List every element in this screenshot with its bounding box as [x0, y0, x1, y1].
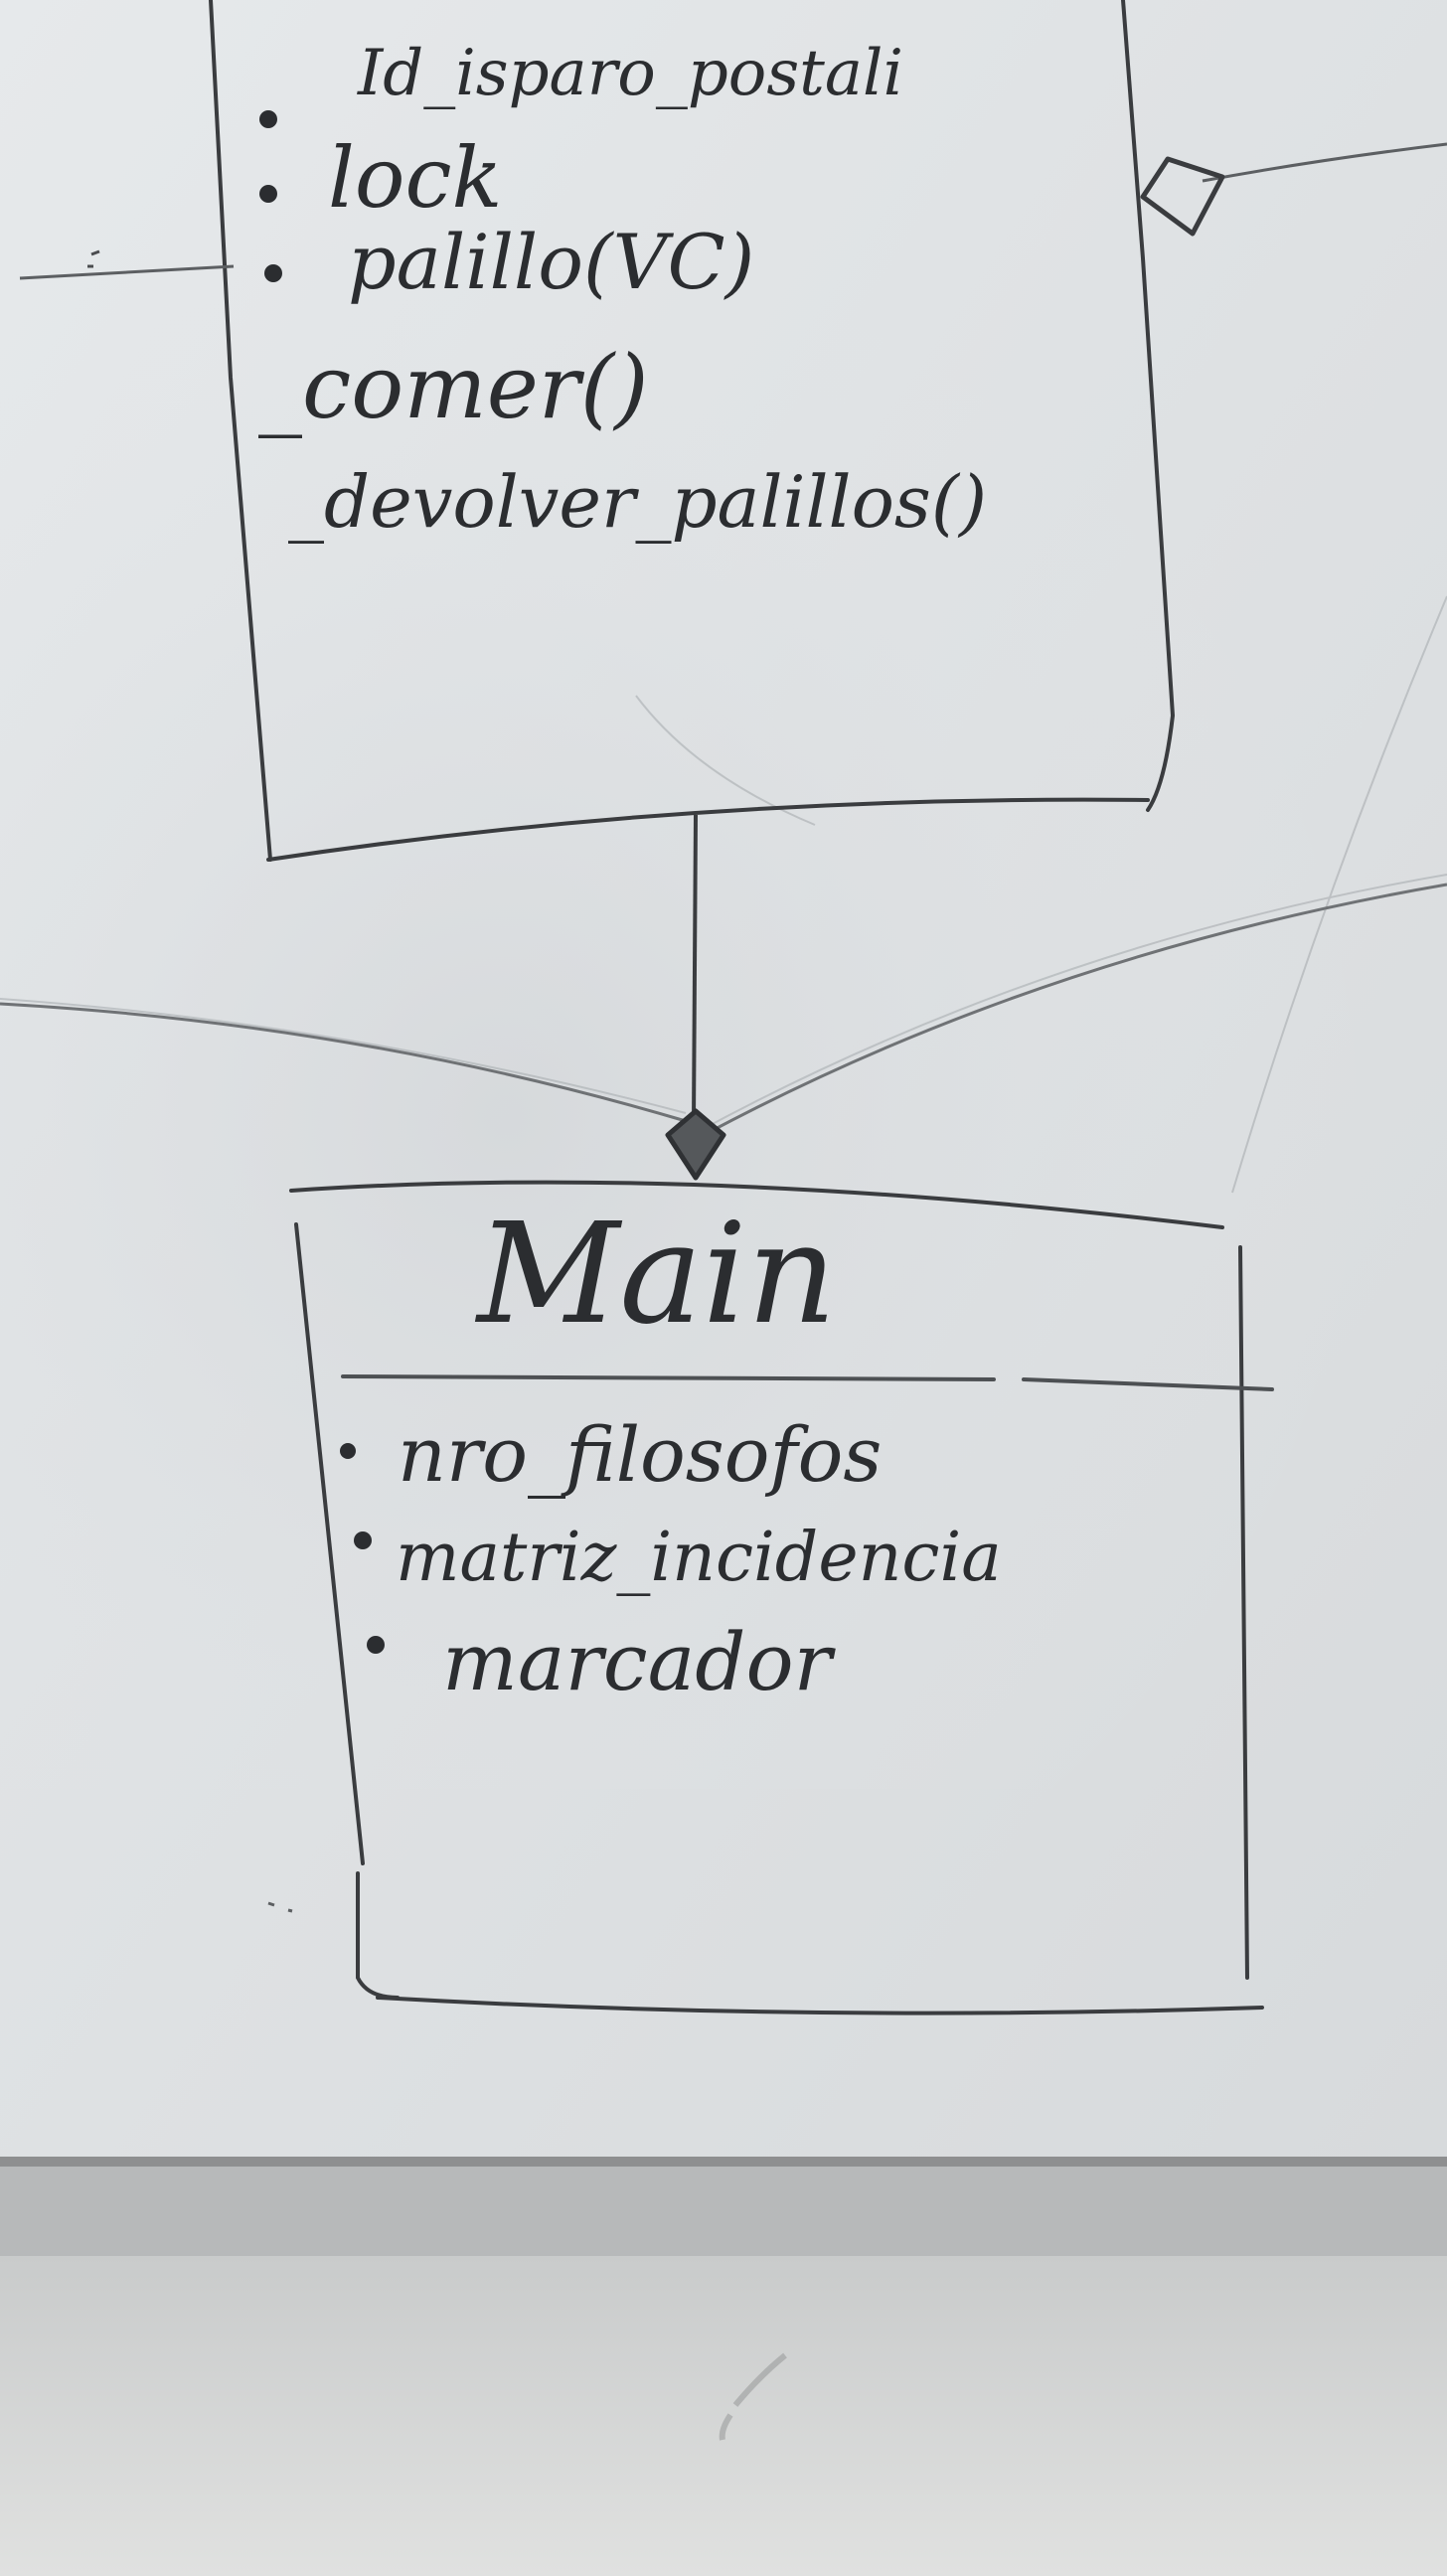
main-box-divider	[341, 1374, 1274, 1391]
main-class-title: Main	[474, 1194, 837, 1356]
upper-attribute: Id_isparo_postali	[357, 37, 903, 110]
aggregation-diamond	[665, 1108, 726, 1181]
upper-method: _comer()	[258, 336, 649, 438]
upper-attribute: lock	[328, 129, 502, 227]
right-to-upper-link	[1202, 142, 1447, 183]
bullet-dot	[367, 1636, 385, 1654]
bullet-dot	[354, 1531, 372, 1549]
upper-to-main-link	[692, 814, 698, 1124]
left-to-upper-link	[19, 264, 235, 280]
main-attribute: marcador	[442, 1616, 837, 1708]
right-to-main-link	[707, 883, 1447, 1135]
bullet-dot	[259, 110, 277, 128]
main-class-box	[289, 1180, 1274, 2015]
bullet-dot	[259, 185, 277, 203]
upper-method: _devolver_palillos()	[288, 460, 987, 544]
stray-marks	[267, 1901, 293, 1913]
main-box-left	[294, 1222, 365, 1865]
upper-aggregation-diamond	[1140, 156, 1225, 237]
upper-bullets	[259, 110, 282, 282]
bullet-dot	[340, 1443, 356, 1459]
upper-attribute: palillo(VC)	[348, 218, 754, 306]
erased-lines	[0, 595, 1447, 1194]
left-to-main-link	[0, 1002, 687, 1123]
main-bullets	[340, 1443, 385, 1654]
wall-scuff	[719, 2352, 787, 2441]
main-box-top	[289, 1180, 1224, 1229]
board-smudge	[0, 298, 1447, 1789]
upper-class-box	[209, 0, 1176, 862]
bullet-dot	[264, 264, 282, 282]
main-attribute: matriz_incidencia	[396, 1519, 1002, 1597]
main-box-bottom	[376, 1996, 1264, 2015]
left-tick-mark	[87, 249, 100, 268]
main-box-right	[1238, 1245, 1249, 1980]
marker-tray	[0, 2167, 1447, 2256]
wall-below	[0, 2256, 1447, 2576]
board-edge	[0, 2157, 1447, 2167]
main-attribute: nro_filosofos	[398, 1410, 882, 1499]
